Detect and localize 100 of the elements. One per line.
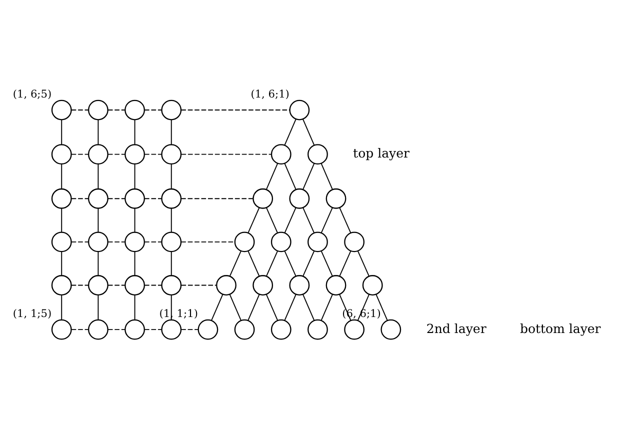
node-circle [161,275,182,296]
node-circle [252,188,274,209]
node-circle [124,275,145,296]
node-circle [216,275,236,296]
node-circle [51,100,72,120]
connector [248,250,260,277]
node-circle [88,188,108,209]
node-label: (1, 6;5) [12,88,52,100]
node-circle [88,144,108,165]
connector [144,284,162,286]
connector [134,120,136,146]
connector [180,154,272,155]
connector [144,329,162,330]
connector [144,110,162,111]
connector [211,294,224,321]
node-circle [308,319,328,340]
connector [302,118,315,146]
connector [134,294,136,320]
connector [284,250,296,277]
connector [144,241,162,242]
connector [320,250,333,277]
node-circle [326,275,346,296]
label: 2nd layer [426,320,486,336]
connector [98,251,99,276]
connector [107,198,126,200]
connector [70,329,90,330]
node-circle [124,144,145,165]
connector [302,207,315,234]
node-circle [51,275,72,296]
connector [144,198,162,200]
connector [339,207,352,234]
connector [134,251,136,276]
connector [320,162,333,190]
connector [266,294,278,321]
connector [70,241,90,242]
label: bottom layer [520,320,601,336]
node-circle [289,188,310,209]
connector [284,207,296,234]
connector [320,207,333,234]
node-label: (1, 1;5) [12,308,52,320]
connector [98,120,99,146]
connector [107,110,126,111]
node-circle [270,144,292,165]
connector [70,154,90,155]
connector [170,120,172,146]
node-circle [51,232,72,252]
connector [266,162,278,190]
node-circle [289,100,310,120]
node-circle [51,144,72,165]
connector [266,207,278,234]
node-circle [270,232,292,252]
connector [170,164,172,190]
connector [61,164,62,190]
node-circle [380,319,402,340]
connector [70,110,90,111]
node-circle [161,232,182,252]
node-circle [326,188,346,209]
connector [358,250,370,277]
connector [180,284,217,286]
connector [98,164,99,190]
connector [107,241,126,242]
connector [357,294,370,321]
connector [284,162,296,190]
node-circle [88,275,108,296]
node-circle [88,232,108,252]
node-circle [124,319,145,340]
node-circle [161,319,182,340]
connector [134,208,136,233]
connector [229,250,242,277]
connector [376,294,388,321]
label: top layer [353,146,410,161]
connector [98,208,99,233]
node-circle [51,319,72,340]
node-circle [161,100,182,120]
connector [248,207,260,234]
connector [70,198,90,200]
connector [339,250,352,277]
node-circle [234,232,255,252]
connector [284,294,296,321]
connector [170,251,172,276]
node-circle [161,144,182,165]
connector [180,198,254,200]
connector [134,164,136,190]
node-circle [344,232,365,252]
node-circle [124,100,145,120]
node-circle [88,319,108,340]
connector [284,118,296,146]
connector [170,208,172,233]
connector [70,284,90,286]
connector [61,294,62,320]
connector [180,241,236,242]
connector [98,294,99,320]
connector [107,284,126,286]
node-circle [161,188,182,209]
connector [248,294,260,321]
connector [302,162,315,190]
connector [320,294,333,321]
node-circle [362,275,383,296]
node-circle [124,232,145,252]
connector [266,250,278,277]
